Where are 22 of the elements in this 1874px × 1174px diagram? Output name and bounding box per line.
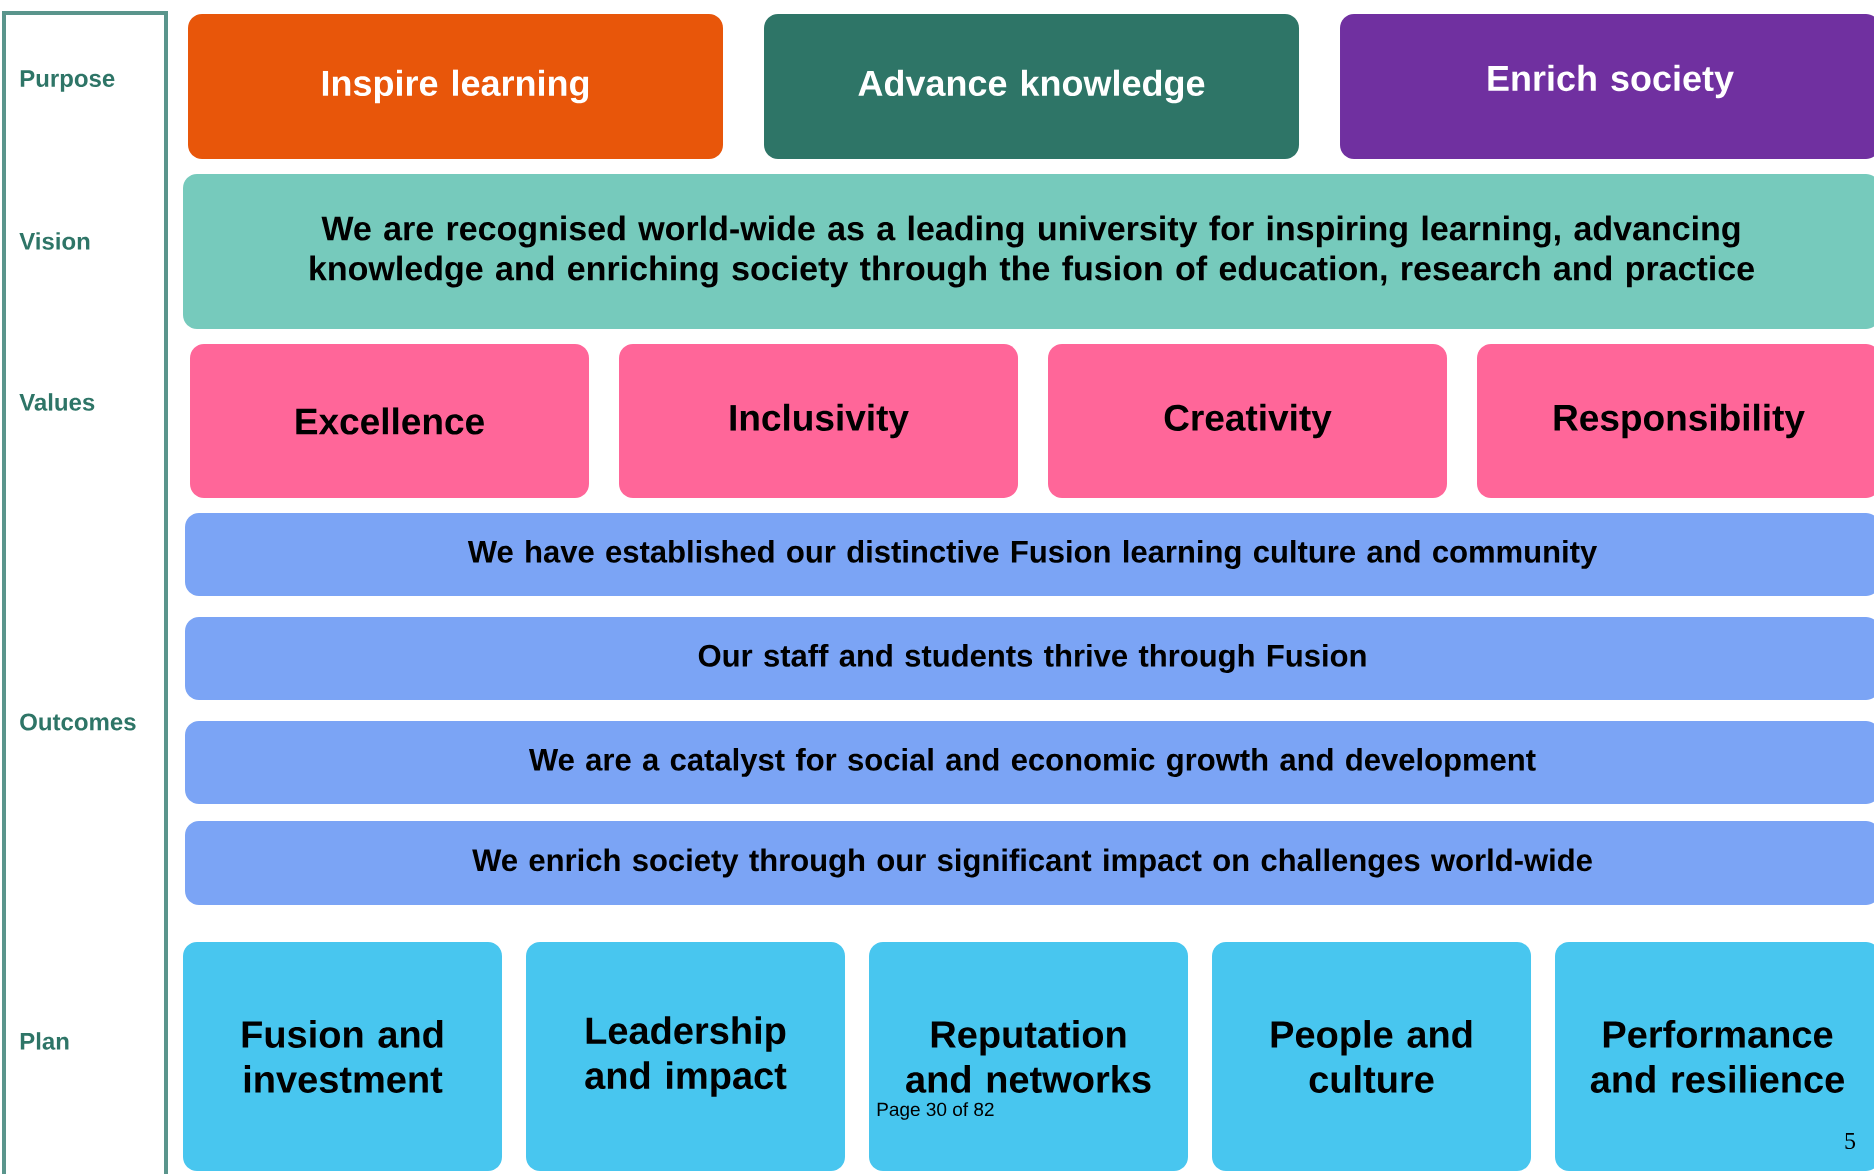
- text-box: Enrich society: [1340, 14, 1874, 159]
- text-box: Inclusivity: [619, 344, 1018, 498]
- text-box: Excellence: [190, 344, 589, 498]
- text-box: We enrich society through our significant impact on challenges world-wide: [185, 821, 1874, 905]
- row-label: Vision: [19, 232, 90, 250]
- text-box: We are a catalyst for social and economic growth and development: [185, 721, 1874, 804]
- text-box: Responsibility: [1477, 344, 1874, 498]
- text-box: Fusion and investment: [183, 942, 502, 1171]
- text-box: Leadership and impact: [526, 942, 845, 1171]
- text-box: We are recognised world-wide as a leading university for inspiring learning, advancing knowledge and enriching society through the fusion of education, research and practice: [183, 174, 1874, 329]
- text-box: Creativity: [1048, 344, 1447, 498]
- text-box: Advance knowledge: [764, 14, 1299, 159]
- row-label: Outcomes: [20, 713, 136, 731]
- text-box: We have established our distinctive Fusion learning culture and community: [185, 513, 1874, 596]
- slide-number: 5: [1845, 1133, 1856, 1149]
- text-box: Our staff and students thrive through Fusion: [185, 617, 1874, 700]
- row-label: Plan: [20, 1032, 69, 1050]
- text-box: People and culture: [1212, 942, 1531, 1171]
- text-box: Inspire learning: [188, 14, 723, 159]
- row-label: Purpose: [20, 70, 115, 92]
- row-label: Values: [19, 393, 95, 411]
- page-number: Page 30 of 82: [877, 1102, 994, 1120]
